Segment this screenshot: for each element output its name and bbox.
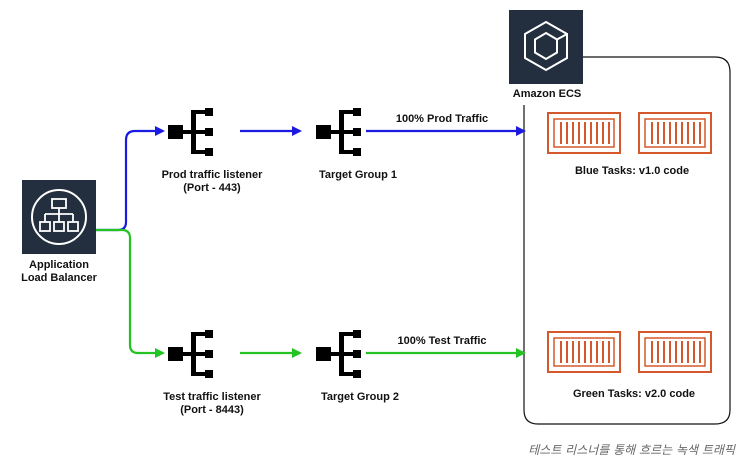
load-balancer-icon [22,180,96,254]
prod-branch-edge [96,126,165,232]
figure-caption: 테스트 리스너를 통해 흐르는 녹색 트래픽 [528,443,735,457]
blue-task-container-icon-1 [547,112,621,154]
deployment-diagram: Amazon ECS Application Load Balancer Pro… [21,10,731,425]
test-listener-icon [168,330,213,378]
test-listener-label-line2: (Port - 8443) [180,404,244,416]
ecs-cluster-boundary [523,56,731,425]
target-group-2-label: Target Group 2 [321,391,399,403]
prod-listener-label-line1: Prod traffic listener [162,169,264,181]
green-tasks-label: Green Tasks: v2.0 code [573,388,695,400]
test-traffic-label: 100% Test Traffic [397,335,486,347]
target-group-1-label: Target Group 1 [319,169,397,181]
alb-label-line2: Load Balancer [21,272,98,284]
ecs-icon [509,10,583,84]
alb-label-line1: Application [29,259,89,271]
ecs-label: Amazon ECS [513,88,581,100]
blue-task-container-icon-2 [638,112,712,154]
prod-traffic-label: 100% Prod Traffic [396,113,488,125]
green-task-container-icon-2 [638,331,712,373]
blue-tasks-label: Blue Tasks: v1.0 code [575,165,689,177]
green-task-container-icon-1 [547,331,621,373]
target-group-1-icon [316,108,361,156]
prod-listener-icon [168,108,213,156]
test-listener-label-line1: Test traffic listener [163,391,261,403]
prod-listener-label-line2: (Port - 443) [183,182,241,194]
test-branch-edge [96,228,165,358]
target-group-2-icon [316,330,361,378]
